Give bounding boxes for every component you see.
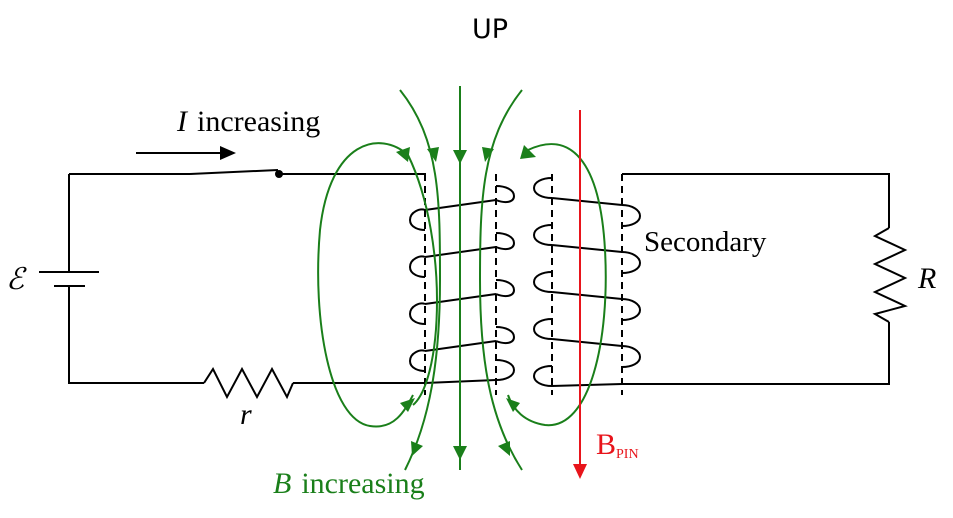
arrowhead-bottom-left [411,441,423,456]
primary-right-loop [495,326,516,345]
secondary-left-loop [532,177,553,199]
secondary-coil [532,177,642,387]
arrowhead-top-left [427,147,439,162]
induced-field-symbol: B [596,428,617,461]
arrowhead-right-loop-top [520,145,536,159]
current-label-text: increasing [197,105,321,138]
field-symbol: B [273,467,292,500]
primary-top-wire-right [279,173,426,180]
induced-field-arrowhead-icon [573,464,587,479]
secondary-label: Secondary [644,226,767,258]
secondary-left-loop [532,224,553,246]
secondary-right-loop [621,204,642,227]
induced-field-arrow [573,110,587,479]
magnetic-field-lines [317,86,607,471]
secondary-front-turn [551,338,623,347]
arrowhead-right-loop-bottom [506,398,520,412]
field-line-left-inner [407,154,439,406]
secondary-right-wire [622,322,890,385]
secondary-front-turn [551,244,623,253]
secondary-right-loop [621,251,642,274]
arrowhead-top-center [453,150,467,164]
arrowhead-bottom-center [453,446,467,460]
current-arrow [136,146,236,160]
current-arrowhead-icon [220,146,236,160]
secondary-right-loop [621,345,642,368]
arrowhead-left-loop-top [396,147,410,162]
secondary-bottom-turn [551,383,623,387]
primary-left-wire-bottom [68,286,204,384]
primary-left-loop [408,349,426,372]
secondary-left-loop [532,365,553,387]
secondary-front-turn [551,291,623,300]
switch-blade [189,169,279,175]
primary-left-loop [408,255,426,278]
field-arrowheads [396,145,536,460]
secondary-top-wire [622,173,890,228]
secondary-front-turn [551,197,623,206]
induced-field-subscript: PIN [616,447,639,462]
primary-left-loop [408,302,426,325]
secondary-right-loop [621,298,642,321]
internal-resistor [203,366,294,400]
primary-right-loop [495,185,516,204]
arrowhead-bottom-right [498,441,510,456]
load-resistor [872,227,908,323]
arrowhead-left-loop-bottom [400,398,415,412]
primary-left-loop [408,208,426,231]
internal-resistance-label: r [240,398,252,431]
field-line-inner-right [478,89,523,471]
emf-label: ℰ [6,263,25,296]
primary-bottom-turn [424,359,516,384]
field-line-inner-left [399,89,442,471]
arrowhead-top-right [482,147,494,162]
primary-right-loop [495,232,516,251]
secondary-circuit [622,173,908,385]
field-line-left-loop [317,142,414,428]
current-symbol: I [177,105,187,138]
field-label-text: increasing [301,467,425,500]
induced-field-label: BPIN [596,428,639,462]
load-resistance-label: R [918,262,937,295]
secondary-left-loop [532,318,553,340]
core-outlines [424,174,623,395]
field-line-right-loop [507,143,607,427]
diagram-title: UP [472,14,509,45]
primary-circuit [39,169,426,400]
primary-right-loop [495,279,516,298]
secondary-left-loop [532,271,553,293]
